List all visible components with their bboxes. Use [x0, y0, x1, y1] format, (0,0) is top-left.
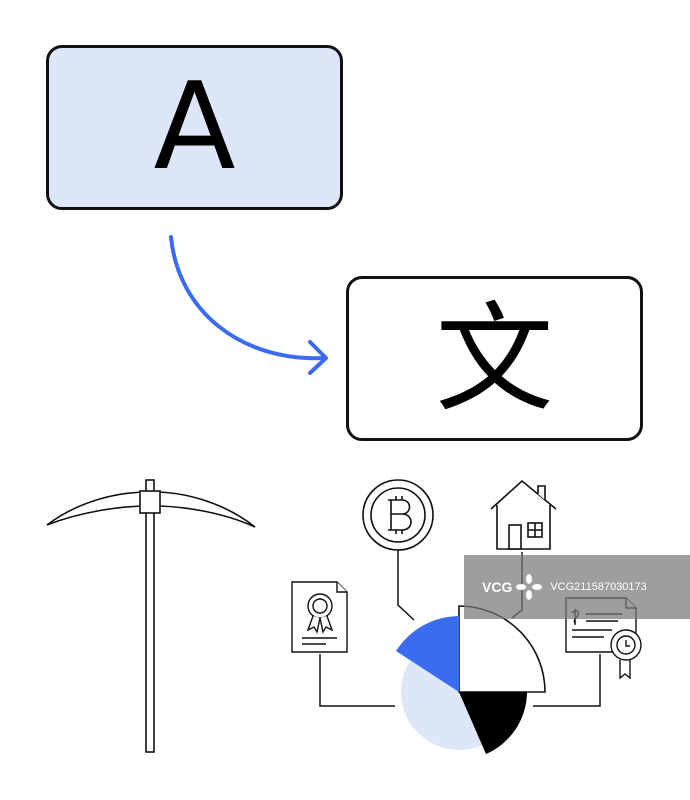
pickaxe-icon [46, 479, 256, 753]
watermark-flower-icon [516, 574, 543, 600]
watermark-id: VCG211587030173 [550, 581, 647, 593]
house-icon [490, 479, 557, 550]
bitcoin-coin-icon [362, 479, 434, 551]
watermark-logo: VCG [482, 579, 513, 595]
pie-chart-icon [396, 605, 546, 754]
translate-arrow-icon [169, 235, 328, 375]
watermark: VCG VCG211587030173 [464, 555, 690, 619]
target-language-box: 文 [346, 276, 643, 441]
certificate-icon [291, 581, 348, 653]
source-letter: A [153, 57, 236, 197]
source-language-box: A [46, 45, 343, 210]
target-character: 文 [435, 289, 554, 428]
